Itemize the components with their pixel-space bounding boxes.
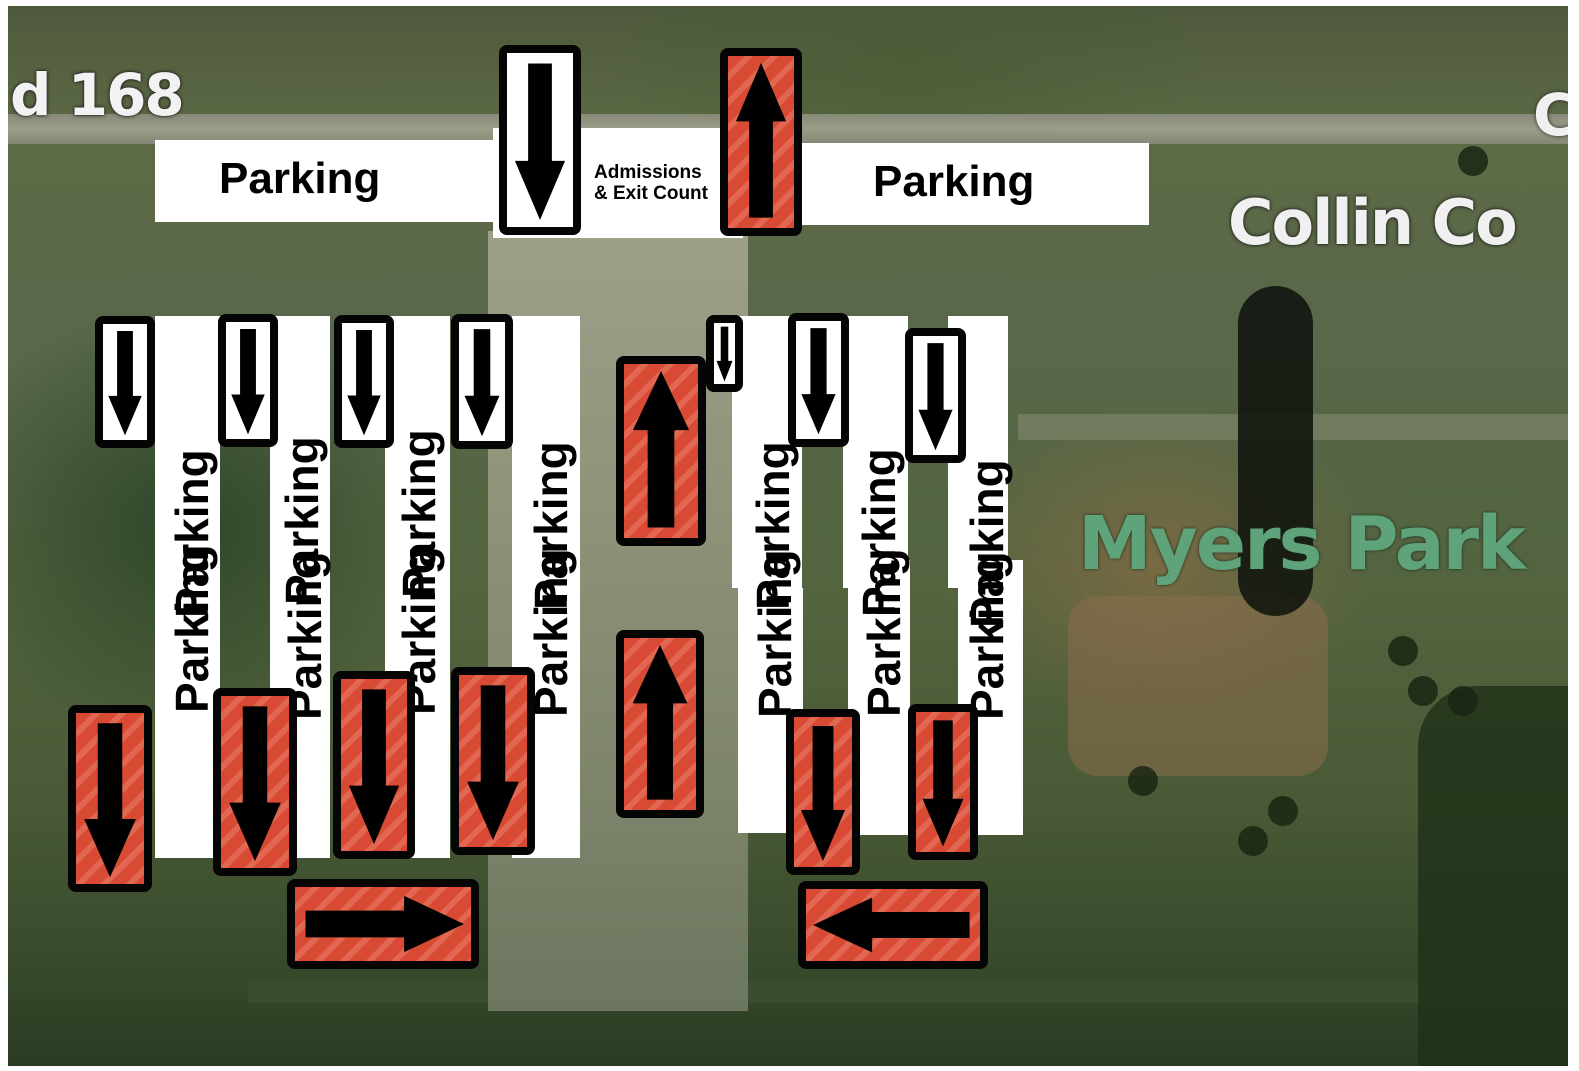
arrow-glyph bbox=[514, 63, 566, 221]
left-arrow-icon bbox=[798, 881, 988, 969]
pond bbox=[1238, 286, 1313, 616]
down-arrow-icon bbox=[333, 671, 415, 859]
corner-label: C bbox=[1533, 81, 1568, 149]
park-label: Myers Park bbox=[1078, 501, 1526, 587]
arrow-shape bbox=[348, 689, 400, 845]
arrow-glyph bbox=[108, 330, 142, 436]
arrow-glyph bbox=[231, 329, 265, 435]
down-arrow-icon bbox=[908, 704, 978, 860]
arrow-glyph bbox=[812, 897, 970, 953]
arrow-shape bbox=[467, 685, 519, 841]
up-arrow-icon bbox=[616, 630, 704, 818]
arrow-shape bbox=[231, 329, 265, 435]
arrow-shape bbox=[632, 370, 690, 528]
down-arrow-icon bbox=[451, 314, 513, 449]
parking-row-3-upper bbox=[385, 316, 450, 588]
arrow-glyph bbox=[229, 706, 281, 862]
arrow-glyph bbox=[464, 329, 500, 437]
arrow-glyph bbox=[735, 62, 787, 218]
tree bbox=[1268, 796, 1298, 826]
tree bbox=[1448, 686, 1478, 716]
parking-label-row-5b: Parking bbox=[749, 549, 801, 718]
arrow-shape bbox=[716, 326, 733, 382]
arrow-glyph bbox=[918, 343, 953, 451]
down-arrow-icon bbox=[68, 705, 152, 892]
arrow-glyph bbox=[632, 644, 688, 800]
admissions-line-2: & Exit Count bbox=[594, 183, 708, 204]
parking-row-1-lower bbox=[155, 588, 220, 858]
south-field-edge bbox=[248, 981, 1568, 1003]
tree bbox=[1128, 766, 1158, 796]
arrow-glyph bbox=[632, 370, 690, 528]
arrow-glyph bbox=[467, 685, 519, 841]
arrow-glyph bbox=[305, 895, 464, 953]
arrow-shape bbox=[514, 63, 566, 221]
down-arrow-icon bbox=[706, 315, 743, 392]
arrow-shape bbox=[229, 706, 281, 862]
parking-row-4-upper bbox=[512, 316, 580, 588]
arrow-shape bbox=[801, 328, 836, 435]
parking-label-row-1b: Parking bbox=[166, 544, 218, 713]
admissions-label: Admissions & Exit Count bbox=[594, 162, 708, 204]
admissions-line-1: Admissions bbox=[594, 162, 702, 183]
down-arrow-icon bbox=[334, 315, 394, 448]
down-arrow-icon bbox=[451, 667, 535, 855]
tree bbox=[1408, 676, 1438, 706]
arrow-shape bbox=[464, 329, 500, 437]
down-arrow-icon bbox=[95, 316, 155, 448]
down-arrow-icon bbox=[786, 709, 860, 875]
down-arrow-icon bbox=[218, 314, 278, 447]
arrow-glyph bbox=[801, 328, 836, 435]
bare-field bbox=[1068, 596, 1328, 776]
county-label: Collin Co bbox=[1228, 186, 1518, 259]
arrow-shape bbox=[108, 330, 142, 436]
arrow-shape bbox=[735, 62, 787, 218]
arrow-glyph bbox=[716, 326, 733, 382]
arrow-shape bbox=[800, 726, 846, 861]
arrow-glyph bbox=[347, 330, 381, 436]
arrow-glyph bbox=[922, 720, 964, 847]
down-arrow-icon bbox=[499, 45, 581, 235]
tree bbox=[1238, 826, 1268, 856]
down-arrow-icon bbox=[788, 313, 849, 447]
right-arrow-icon bbox=[287, 879, 479, 969]
arrow-shape bbox=[84, 723, 136, 878]
parking-label-left: Parking bbox=[219, 154, 381, 203]
parking-label-row-7b: Parking bbox=[961, 551, 1013, 720]
parking-row-6-upper bbox=[843, 316, 908, 588]
arrow-glyph bbox=[348, 689, 400, 845]
arrow-glyph bbox=[84, 723, 136, 878]
arrow-glyph bbox=[800, 726, 846, 861]
road-label: d 168 bbox=[10, 61, 185, 129]
treeline bbox=[1418, 686, 1568, 1066]
parking-row-1-upper bbox=[155, 316, 220, 588]
parking-banner-left: Parking bbox=[155, 140, 500, 222]
parking-label-row-6b: Parking bbox=[858, 548, 910, 717]
arrow-shape bbox=[632, 644, 688, 800]
parking-row-2-upper bbox=[270, 316, 330, 588]
up-arrow-icon bbox=[616, 356, 706, 546]
arrow-shape bbox=[918, 343, 953, 451]
down-arrow-icon bbox=[905, 328, 966, 463]
tree bbox=[1458, 146, 1488, 176]
arrow-shape bbox=[347, 330, 381, 436]
tree bbox=[1388, 636, 1418, 666]
up-arrow-icon bbox=[720, 48, 802, 236]
down-arrow-icon bbox=[213, 688, 297, 876]
parking-label-right: Parking bbox=[873, 157, 1035, 206]
arrow-shape bbox=[812, 897, 970, 953]
arrow-shape bbox=[305, 895, 464, 953]
parking-banner-right: Parking bbox=[800, 143, 1149, 225]
arrow-shape bbox=[922, 720, 964, 847]
